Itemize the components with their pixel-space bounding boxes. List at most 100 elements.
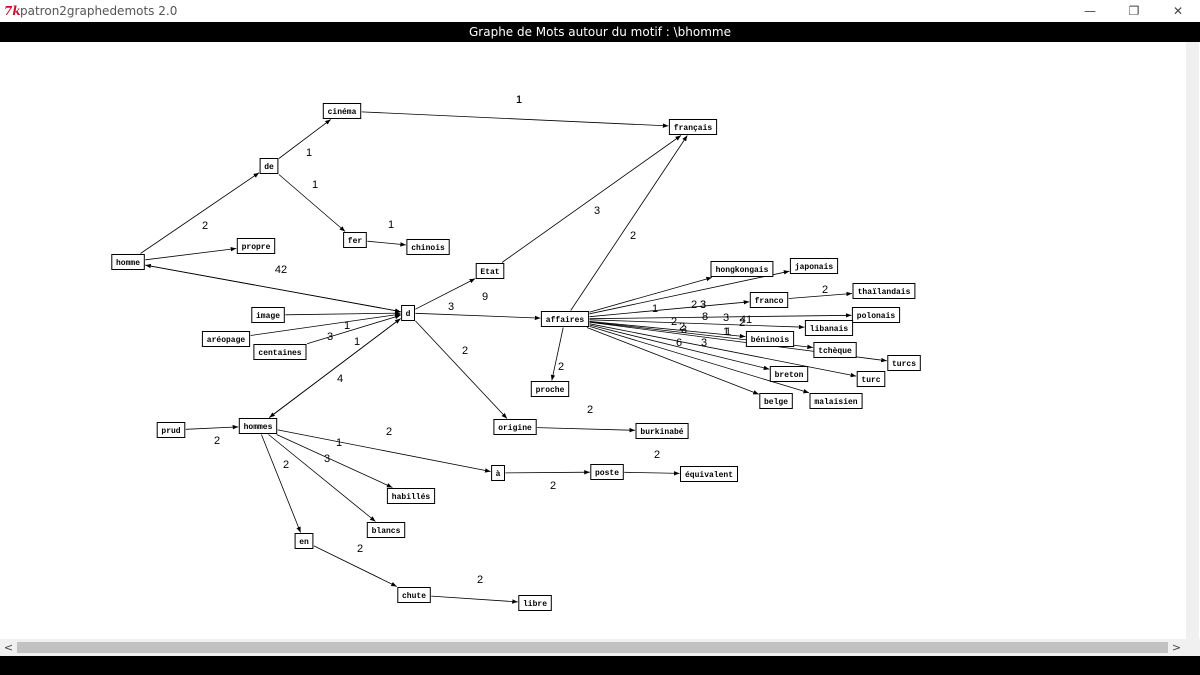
node-box <box>813 342 857 358</box>
graph-node-equivalent[interactable]: équivalent <box>680 466 738 482</box>
graph-node-cinema[interactable]: cinéma <box>322 103 362 119</box>
graph-node-d[interactable]: d <box>401 305 416 321</box>
node-box <box>809 393 863 409</box>
graph-node-homme[interactable]: homme <box>111 254 145 270</box>
graph-edge-origine-burkinabe <box>537 427 636 433</box>
graph-node-burkinabe[interactable]: burkinabé <box>635 423 689 439</box>
graph-node-a[interactable]: à <box>491 465 506 481</box>
node-box <box>253 344 307 360</box>
edge-weight-label: 1 <box>516 94 522 106</box>
graph-node-image[interactable]: image <box>251 307 285 323</box>
graph-node-breton[interactable]: breton <box>769 366 809 382</box>
horizontal-scroll-thumb[interactable] <box>17 642 1168 653</box>
graph-node-japonais[interactable]: japonais <box>789 258 839 274</box>
edge-weight-label: 9 <box>482 291 488 303</box>
graph-node-thailandais[interactable]: thaïlandais <box>852 283 916 299</box>
edge-weight-label: 3 <box>594 205 600 217</box>
restore-button[interactable]: ❐ <box>1128 4 1140 18</box>
graph-node-habilles[interactable]: habillés <box>386 488 436 504</box>
graph-node-tcheque[interactable]: tchèque <box>813 342 857 358</box>
graph-node-chute[interactable]: chute <box>397 587 431 603</box>
graph-title: Graphe de Mots autour du motif : \bhomme <box>468 25 732 39</box>
graph-node-polonais[interactable]: polonais <box>851 307 901 323</box>
graph-node-beninois[interactable]: béninois <box>745 331 795 347</box>
node-label: français <box>674 124 713 133</box>
graph-node-libre[interactable]: libre <box>518 595 552 611</box>
scroll-left-arrow[interactable]: < <box>3 641 14 654</box>
node-box <box>856 371 886 387</box>
edge-weight-label: 3 <box>701 337 707 349</box>
node-box <box>493 419 537 435</box>
node-box <box>668 119 718 135</box>
graph-header: Graphe de Mots autour du motif : \bhomme <box>0 22 1200 42</box>
node-label: malaisien <box>814 398 857 407</box>
vertical-scroll-thumb[interactable] <box>1186 42 1199 639</box>
node-box <box>789 258 839 274</box>
edge-weight-label: 2 <box>587 404 593 416</box>
node-box <box>635 423 689 439</box>
node-box <box>745 331 795 347</box>
graph-edge-centaines-d <box>306 314 401 345</box>
node-label: turcs <box>892 360 916 369</box>
graph-edge-affaires-breton <box>589 324 770 371</box>
edge-weight-label: 3 <box>327 331 333 343</box>
graph-edge-d-hommes <box>269 318 401 418</box>
node-box <box>518 595 552 611</box>
minimize-button[interactable]: — <box>1084 4 1096 18</box>
node-box <box>201 331 251 347</box>
graph-edge-chute-libre <box>431 595 518 604</box>
node-label: libanais <box>810 325 849 334</box>
node-label: origine <box>498 424 532 433</box>
graph-node-fer[interactable]: fer <box>343 232 367 248</box>
node-label: aréopage <box>207 336 246 345</box>
close-button[interactable]: ✕ <box>1172 4 1184 18</box>
graph-node-franco[interactable]: franco <box>749 292 789 308</box>
edge-weight-label: 1 <box>516 94 522 106</box>
node-label: béninois <box>751 336 790 345</box>
graph-node-libanais[interactable]: libanais <box>804 320 854 336</box>
graph-node-blancs[interactable]: blancs <box>366 522 406 538</box>
graph-edge-affaires-turc <box>589 323 857 378</box>
graph-node-centaines[interactable]: centaines <box>253 344 307 360</box>
node-label: image <box>256 312 280 321</box>
graph-node-en[interactable]: en <box>294 533 314 549</box>
node-box <box>680 466 738 482</box>
window-titlebar[interactable]: 7k patron2graphedemots 2.0 — ❐ ✕ <box>0 0 1200 22</box>
node-box <box>530 381 570 397</box>
graph-node-chinois[interactable]: chinois <box>406 239 450 255</box>
graph-node-hongkongais[interactable]: hongkongais <box>710 261 774 277</box>
graph-node-malaisien[interactable]: malaisien <box>809 393 863 409</box>
node-box <box>156 422 186 438</box>
node-label: chinois <box>411 244 445 253</box>
graph-edge-d-homme <box>145 263 401 312</box>
graph-node-etat[interactable]: Etat <box>475 263 505 279</box>
graph-edge-hommes-habilles <box>276 434 393 488</box>
graph-node-belge[interactable]: belge <box>759 393 793 409</box>
graph-node-prud[interactable]: prud <box>156 422 186 438</box>
graph-node-areopage[interactable]: aréopage <box>201 331 251 347</box>
graph-edge-affaires-libanais <box>589 319 805 330</box>
node-label: poste <box>595 469 619 478</box>
edge-weight-label: 2 <box>462 345 468 357</box>
node-label: libre <box>523 600 547 609</box>
graph-edge-hommes-blancs <box>268 434 376 522</box>
graph-node-poste[interactable]: poste <box>590 464 624 480</box>
edge-weight-label: 2 <box>654 449 660 461</box>
graph-node-hommes[interactable]: hommes <box>238 418 278 434</box>
graph-node-turcs[interactable]: turcs <box>887 355 921 371</box>
graph-node-origine[interactable]: origine <box>493 419 537 435</box>
graph-node-affaires[interactable]: affaires <box>540 311 590 327</box>
edge-weight-label: 1 <box>312 179 318 191</box>
graph-node-de[interactable]: de <box>259 158 279 174</box>
scroll-right-arrow[interactable]: > <box>1171 641 1182 654</box>
graph-node-francais[interactable]: français <box>668 119 718 135</box>
edge-weight-label: 2 <box>558 361 564 373</box>
graph-edge-areopage-d <box>250 312 401 336</box>
graph-node-proche[interactable]: proche <box>530 381 570 397</box>
graph-node-turc[interactable]: turc <box>856 371 886 387</box>
edge-weight-label: 6 <box>676 337 682 349</box>
graph-node-propre[interactable]: propre <box>236 238 276 254</box>
